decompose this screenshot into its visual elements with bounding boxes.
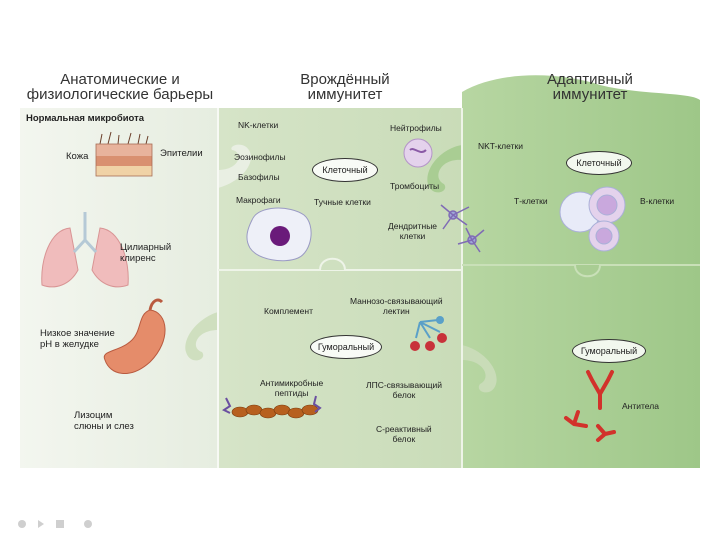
macrophage-illustration bbox=[246, 207, 312, 262]
lymphocytes-illustration bbox=[559, 186, 626, 252]
puzzle-tab bbox=[185, 312, 218, 361]
dendritic-cell-illustration bbox=[440, 204, 485, 253]
oval-innate-cellular: Клеточный bbox=[312, 158, 378, 182]
puzzle-tab bbox=[218, 144, 251, 188]
label-line: ЛПС-связывающий bbox=[366, 380, 442, 390]
label-eosinophils: Эозинофилы bbox=[234, 152, 286, 162]
header-barriers: Анатомические и физиологические барьеры bbox=[20, 72, 220, 102]
label-b-cells: В-клетки bbox=[640, 196, 675, 206]
oval-adaptive-cellular: Клеточный bbox=[566, 151, 632, 175]
label-nk-cells: NK-клетки bbox=[238, 120, 279, 130]
header-innate: Врождённый иммунитет bbox=[245, 72, 445, 102]
puzzle-tab bbox=[427, 145, 462, 193]
skin-illustration bbox=[95, 131, 153, 177]
header-line: Анатомические и bbox=[60, 71, 180, 88]
label-line: Маннозо-связывающий bbox=[350, 296, 443, 306]
stomach-illustration bbox=[103, 298, 166, 374]
label-skin: Кожа bbox=[66, 151, 89, 162]
label-ciliary: Цилиарный клиренс bbox=[120, 242, 171, 264]
label-microbiota: Нормальная микробиота bbox=[26, 113, 145, 124]
header-line: иммунитет bbox=[307, 86, 383, 103]
label-line: белок bbox=[392, 390, 416, 400]
lungs-illustration bbox=[41, 212, 129, 288]
label-epithelium: Эпителии bbox=[160, 148, 203, 159]
label-mast-cells: Тучные клетки bbox=[314, 197, 371, 207]
header-adaptive: Адаптивный иммунитет bbox=[490, 72, 690, 102]
label-line: Цилиарный bbox=[120, 242, 172, 253]
header-line: Адаптивный bbox=[547, 71, 633, 88]
label-neutrophils: Нейтрофилы bbox=[390, 123, 442, 133]
label-line: белок bbox=[392, 434, 416, 444]
label-line: клетки bbox=[399, 231, 426, 241]
label-line: pH в желудке bbox=[40, 339, 99, 350]
oval-label: Гуморальный bbox=[580, 346, 638, 356]
label-mbl: Маннозо-связывающий лектин bbox=[350, 296, 443, 316]
label-macrophages: Макрофаги bbox=[236, 195, 281, 205]
mannose-binding-lectin-illustration bbox=[410, 316, 447, 351]
label-amp: Антимикробные пептиды bbox=[260, 378, 323, 398]
label-t-cells: Т-клетки bbox=[514, 196, 548, 206]
oval-label: Гуморальный bbox=[317, 342, 375, 352]
label-line: пептиды bbox=[274, 388, 309, 398]
label-line: Антимикробные bbox=[260, 378, 324, 388]
label-line: слюны и слез bbox=[74, 421, 134, 432]
label-basophils: Базофилы bbox=[238, 172, 280, 182]
label-line: Дендритные bbox=[388, 221, 438, 231]
header-line: Врождённый bbox=[300, 71, 390, 88]
label-crp: С-реактивный белок bbox=[376, 424, 432, 444]
antimicrobial-peptides-illustration bbox=[222, 395, 322, 419]
puzzle-tab bbox=[462, 345, 497, 393]
label-platelets: Тромбоциты bbox=[390, 181, 440, 191]
barriers-panel bbox=[20, 108, 218, 468]
label-line: клиренс bbox=[120, 253, 156, 264]
label-line: Лизоцим bbox=[74, 410, 113, 421]
nav-controls bbox=[18, 520, 92, 528]
oval-adaptive-humoral: Гуморальный bbox=[572, 339, 646, 363]
antibodies-illustration bbox=[564, 370, 616, 442]
neutrophil-illustration bbox=[403, 138, 433, 168]
label-line: лектин bbox=[382, 306, 410, 316]
label-dendritic: Дендритные клетки bbox=[388, 221, 437, 241]
oval-label: Клеточный bbox=[576, 158, 622, 168]
innate-panel bbox=[218, 108, 462, 468]
label-line: Низкое значение bbox=[40, 328, 115, 339]
label-complement: Комплемент bbox=[264, 306, 313, 316]
oval-label: Клеточный bbox=[322, 165, 368, 175]
label-nkt-cells: NKT-клетки bbox=[478, 141, 523, 151]
label-line: С-реактивный bbox=[376, 424, 432, 434]
oval-innate-humoral: Гуморальный bbox=[310, 335, 382, 359]
header-line: иммунитет bbox=[552, 86, 628, 103]
label-lps: ЛПС-связывающий белок bbox=[366, 380, 442, 400]
header-line: физиологические барьеры bbox=[26, 86, 214, 103]
label-ph: Низкое значение pH в желудке bbox=[40, 328, 115, 350]
label-antibodies: Антитела bbox=[622, 401, 659, 411]
label-lysozyme: Лизоцим слюны и слез bbox=[74, 410, 134, 432]
